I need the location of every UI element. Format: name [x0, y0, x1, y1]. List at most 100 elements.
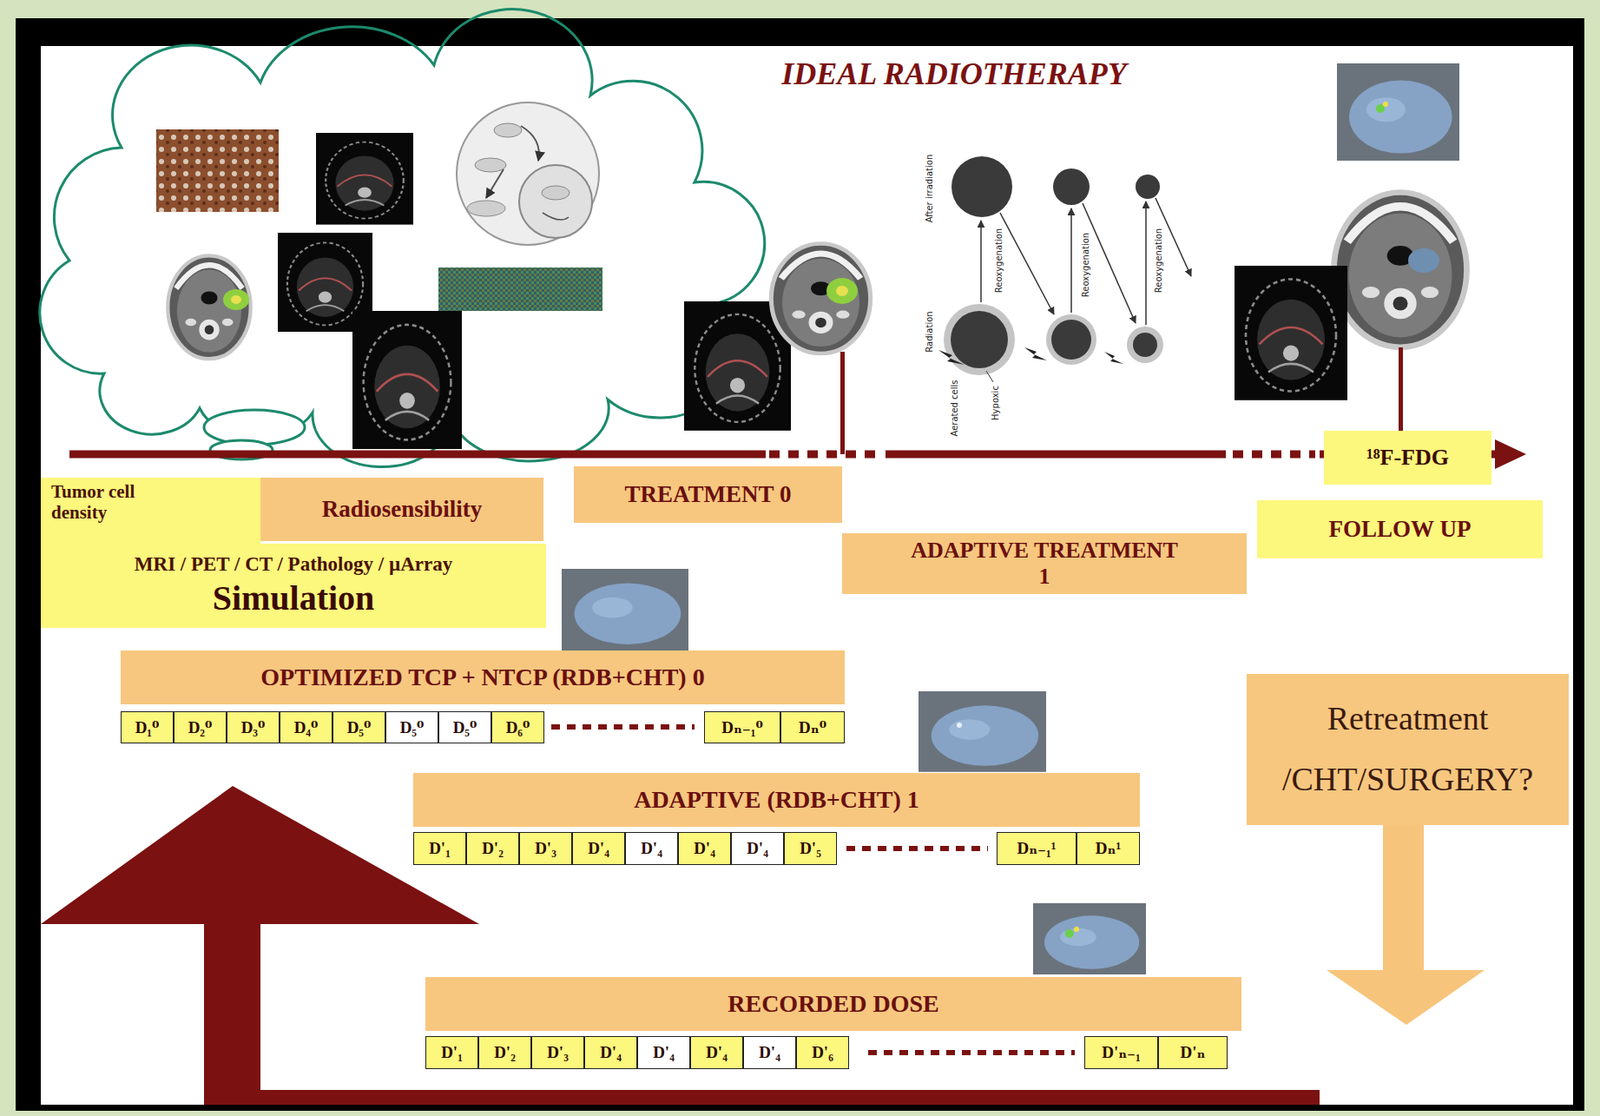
dose-cell: D'₄: [743, 1035, 797, 1069]
dose-label: D'ₙ₋₁: [1101, 1042, 1141, 1062]
mri-image: [316, 132, 414, 225]
dotted-continuation: [846, 845, 988, 851]
dose-label: D₄⁰: [294, 717, 319, 738]
figure-label: Reoxygenation: [1080, 232, 1091, 297]
dose-cell: D₅⁰: [332, 711, 386, 744]
dose-label: D'₄: [599, 1042, 622, 1062]
dose-label: D₆⁰: [506, 717, 531, 738]
dose-label: D'₁: [428, 838, 451, 858]
tumor-marker: [1408, 248, 1440, 273]
figure-label: Hypoxic: [990, 385, 1001, 421]
figure-label: Reoxygenation: [1153, 228, 1164, 293]
tumor-marker: [836, 285, 849, 297]
dose-cell: D'₁: [425, 1035, 479, 1069]
perfusion-image: [1234, 265, 1348, 401]
dose-label: D₃⁰: [241, 717, 266, 738]
dose-label: D'₆: [811, 1042, 834, 1062]
dose-cell: D'₄: [625, 831, 679, 865]
box-label: MRI / PET / CT / Pathology / µArray: [134, 553, 453, 576]
time-tick: [1398, 347, 1403, 431]
box-label: /CHT/SURGERY?: [1282, 760, 1534, 799]
ct-image: [167, 255, 251, 359]
dose-label: D'₄: [640, 838, 663, 858]
orange-box: Radiosensibility: [260, 477, 544, 541]
dose-label: D'ₙ: [1180, 1042, 1206, 1062]
dose-cell: Dₙ₋₁⁰: [704, 711, 781, 744]
dose-cell: D₅⁰: [385, 711, 439, 744]
diagram-title: IDEAL RADIOTHERAPY: [606, 55, 1302, 93]
dose-label: D₅⁰: [347, 717, 372, 738]
dose-cell: D₆⁰: [491, 711, 545, 744]
tumor-marker: [230, 295, 242, 304]
dose-cell: D'₄: [637, 1035, 691, 1069]
dose-label: D'₄: [705, 1042, 728, 1062]
pathway-figure: [456, 102, 600, 245]
dose-label: Dₙ₋₁⁰: [721, 717, 764, 738]
tumor-zoom-image: [1033, 902, 1146, 975]
figure-label: Reoxygenation: [994, 228, 1004, 293]
tumor-zoom-image: [918, 691, 1047, 772]
dose-label: Dₙ¹: [1095, 838, 1121, 858]
dose-label: D₅⁰: [453, 717, 478, 738]
dose-label: D'₁: [441, 1042, 463, 1062]
orange-box: ADAPTIVE TREATMENT 1: [842, 533, 1247, 594]
down-arrow: [1326, 824, 1485, 1025]
dose-label: D'₄: [652, 1042, 675, 1062]
dose-label: D'₃: [534, 838, 557, 858]
dose-cell: D'₂: [466, 831, 520, 865]
dose-cell: D'₄: [584, 1035, 638, 1069]
dotted-continuation: [551, 724, 695, 730]
box-label: RECORDED DOSE: [727, 989, 939, 1018]
yellow-box: ¹⁸F-FDG: [1323, 430, 1492, 485]
uptake-spot: [1073, 926, 1080, 932]
tumor-marker: [223, 289, 250, 310]
box-label: Tumor cell density: [51, 480, 182, 523]
dose-cell: D'ₙ₋₁: [1084, 1035, 1159, 1069]
dose-cell: D'ₙ: [1158, 1035, 1228, 1069]
dose-label: D₅⁰: [400, 717, 425, 738]
dose-cell: D'₄: [572, 831, 626, 865]
dose-cell: D'₄: [678, 831, 731, 865]
orange-band: RECORDED DOSE: [425, 976, 1242, 1031]
microarray-image: [438, 267, 603, 311]
ct-image: [770, 243, 870, 355]
timeline-arrowhead: [1494, 439, 1527, 469]
orange-band: OPTIMIZED TCP + NTCP (RDB+CHT) 0: [120, 650, 845, 705]
dose-cell: D'₅: [783, 831, 837, 865]
feedback-arrow: [40, 785, 1320, 1105]
tumor-marker: [826, 277, 858, 304]
dose-cell: D₂⁰: [173, 711, 227, 744]
dose-cell: D₁⁰: [120, 711, 174, 744]
box-label: Radiosensibility: [322, 495, 483, 523]
dose-label: D'₄: [758, 1042, 781, 1062]
dose-cell: D₅⁰: [438, 711, 492, 744]
box-label: FOLLOW UP: [1329, 515, 1472, 543]
dose-cell: D'₆: [796, 1035, 850, 1069]
time-tick: [840, 351, 845, 455]
dose-label: D'₅: [799, 838, 822, 858]
dose-cell: D'₁: [413, 831, 467, 865]
box-label: ¹⁸F-FDG: [1366, 444, 1449, 471]
orange-band: ADAPTIVE (RDB+CHT) 1: [413, 772, 1140, 827]
dose-label: D'₂: [481, 838, 504, 858]
ct-image: [1334, 192, 1468, 348]
dose-cell: D₃⁰: [226, 711, 280, 744]
yellow-box: Tumor cell density: [40, 477, 261, 544]
dose-cell: D'₃: [519, 831, 573, 865]
timeline-arrow: [69, 450, 1498, 459]
uptake-spot: [1382, 101, 1389, 107]
orange-box: TREATMENT 0: [573, 466, 843, 523]
dose-cell: D'₄: [690, 1035, 744, 1069]
dotted-continuation: [868, 1049, 1075, 1055]
figure-label: Aerated cells: [949, 379, 960, 436]
frame: [15, 18, 1585, 1111]
box-label: Simulation: [212, 578, 376, 619]
dose-label: D'₄: [693, 838, 716, 858]
figure-label: Radiation: [924, 310, 935, 352]
canvas: [40, 46, 1574, 1105]
dose-cell: D'₂: [478, 1035, 532, 1069]
box-label: Retreatment: [1327, 699, 1489, 738]
dose-cell: Dₙ⁰: [780, 711, 845, 744]
